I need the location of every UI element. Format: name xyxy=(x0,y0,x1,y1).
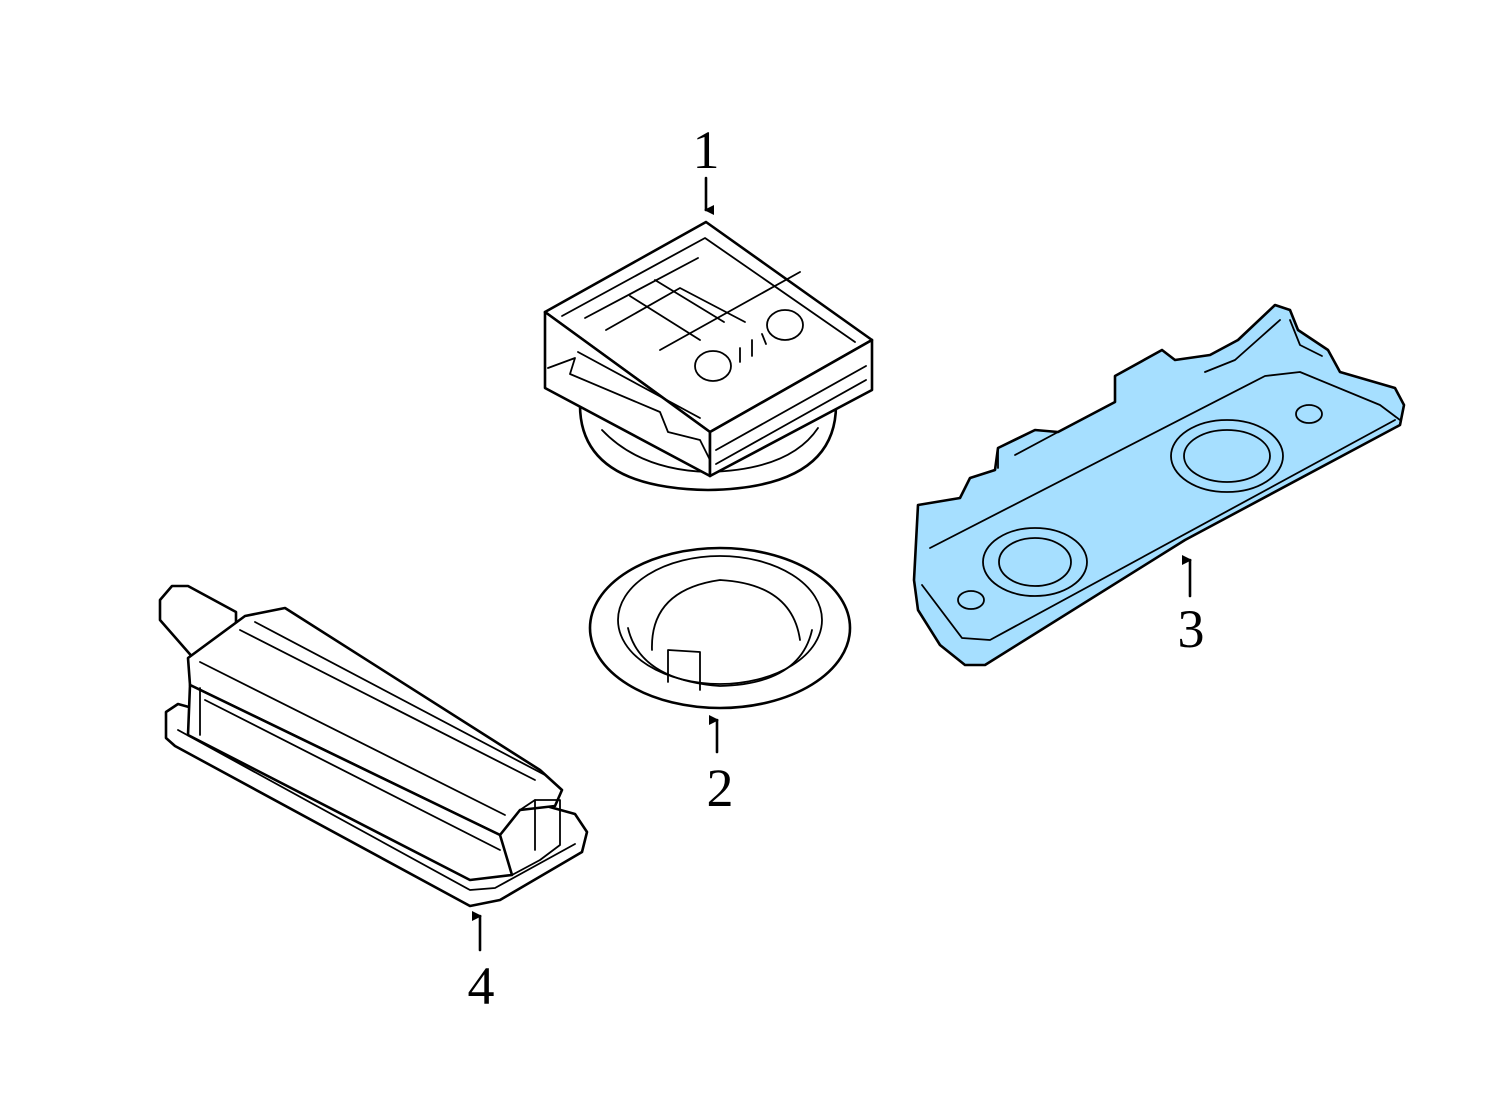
callout-4: 4 xyxy=(468,956,495,1016)
bracket-body[interactable] xyxy=(912,303,1406,667)
part-2-gasket[interactable]: 2 xyxy=(588,546,852,818)
part-4-lamp-assembly[interactable]: 4 xyxy=(158,584,589,1016)
callout-1: 1 xyxy=(693,120,720,180)
callout-2: 2 xyxy=(707,758,734,818)
part-1-lamp-housing[interactable]: 1 xyxy=(543,120,874,492)
callout-3: 3 xyxy=(1178,599,1205,659)
part-3-mounting-bracket[interactable]: 3 xyxy=(912,303,1406,667)
